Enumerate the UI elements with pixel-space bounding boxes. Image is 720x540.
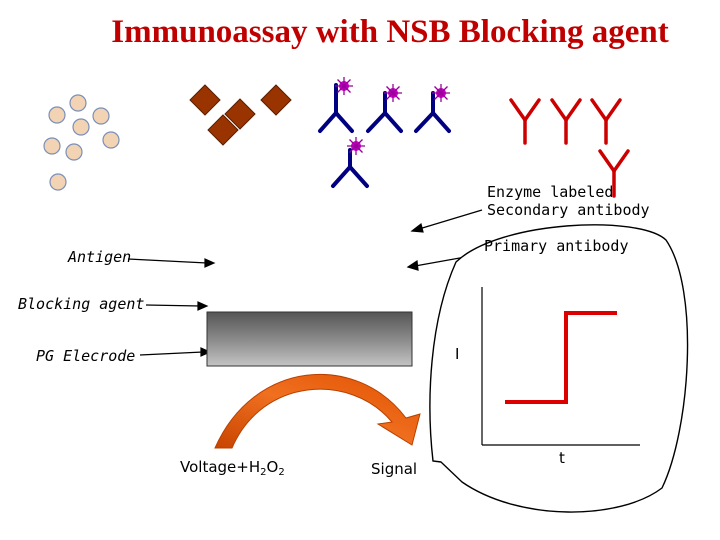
blocking-bead: [102, 131, 120, 149]
primary-antibody: [598, 149, 630, 198]
antigen-label: Antigen: [68, 248, 132, 266]
blocking-agent-label: Blocking agent: [18, 295, 145, 313]
pg-electrode-label: PG Elecrode: [36, 347, 136, 365]
blocking-bead: [92, 107, 110, 125]
blocking-bead: [49, 173, 67, 191]
pg-electrode: [206, 311, 413, 367]
blocking-bead: [69, 94, 87, 112]
primary-antibody: [509, 98, 541, 145]
labeled-antibody: [414, 91, 451, 133]
blocking-bead: [43, 137, 61, 155]
enzyme-star-icon: [335, 77, 353, 95]
enzyme-labeled-label: Enzyme labeled Secondary antibody: [487, 183, 650, 219]
axis-x-label: t: [559, 449, 565, 467]
labeled-antibody: [366, 91, 403, 133]
enzyme-star-icon: [432, 84, 450, 102]
enzyme-labels: [335, 77, 450, 155]
enzyme-star-icon: [347, 137, 365, 155]
signal-label: Signal: [371, 460, 418, 478]
primary-antibody-label: Primary antibody: [484, 237, 629, 255]
signal-step-trace: [505, 311, 617, 404]
blocking-agent-beads: [43, 94, 120, 191]
labeled-antibody: [318, 83, 354, 133]
antigen-diamonds: [189, 84, 292, 146]
blocking-bead: [48, 106, 66, 124]
enzyme-labeled-antibodies: [318, 83, 451, 188]
voltage-h2o2-label: Voltage+H2O2: [180, 458, 285, 478]
primary-antibody: [590, 98, 622, 145]
blocking-bead: [72, 118, 90, 136]
labeled-antibody: [331, 148, 369, 188]
antigen-diamond: [260, 84, 292, 116]
antigen-diamond: [189, 84, 221, 116]
primary-antibody: [550, 98, 582, 145]
antigen-diamond: [207, 114, 239, 146]
blocking-bead: [65, 143, 83, 161]
signal-callout-bubble: [429, 224, 689, 513]
antigen-diamond: [224, 98, 256, 130]
axis-y-label: I: [455, 345, 460, 363]
primary-antibodies: [509, 98, 630, 198]
graph-axes: [481, 287, 640, 446]
enzyme-star-icon: [384, 84, 402, 102]
curved-arrow-icon: [214, 374, 421, 449]
diagram-title: Immunoassay with NSB Blocking agent: [111, 14, 669, 50]
